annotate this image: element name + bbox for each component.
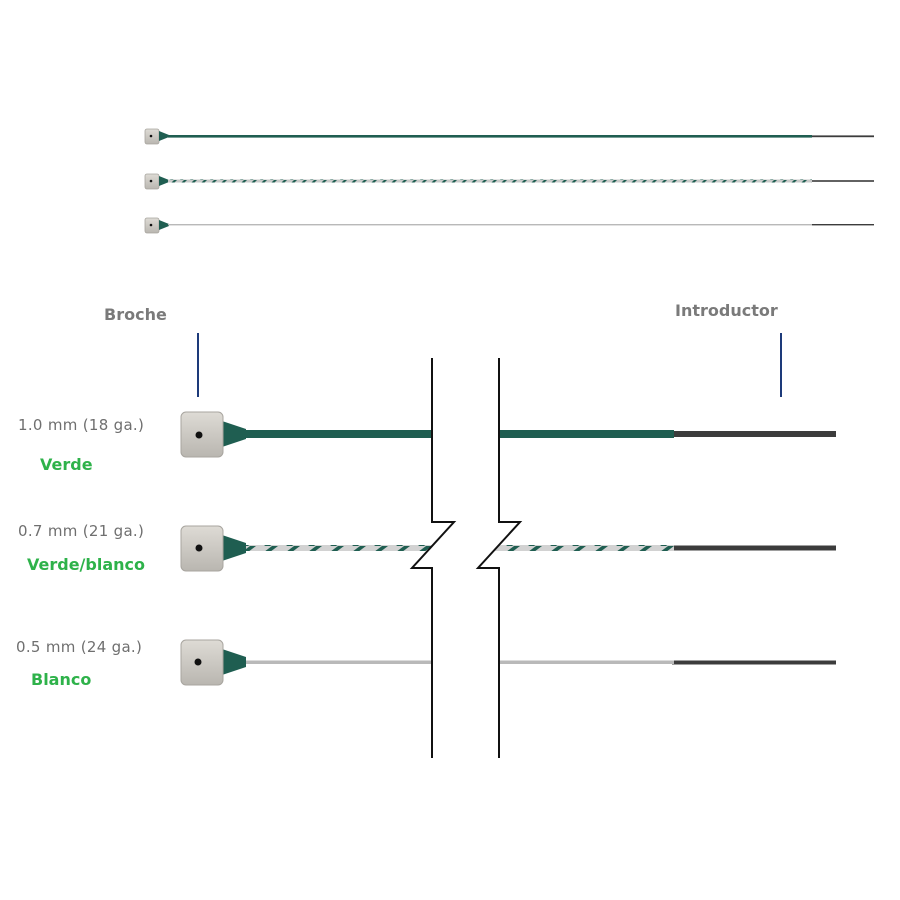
snap-dot <box>149 223 153 227</box>
broche-label: Broche <box>104 305 167 324</box>
hub-cone <box>222 649 246 675</box>
snap-connector <box>180 639 224 686</box>
introductor-label: Introductor <box>675 301 778 320</box>
break-gap <box>412 358 520 758</box>
snap-dot <box>149 134 153 138</box>
break-line-left <box>409 358 457 758</box>
detail-electrode-3 <box>180 639 836 686</box>
hub-cone <box>159 220 169 230</box>
snap-dot <box>195 431 203 439</box>
size-label-2: 0.7 mm (21 ga.) <box>18 522 145 540</box>
introducer-needle <box>812 224 874 226</box>
hub-cone <box>159 176 169 186</box>
size-label-3: 0.5 mm (24 ga.) <box>16 638 143 656</box>
hub-cone <box>159 131 169 141</box>
introducer-needle <box>812 135 874 138</box>
overview-electrode-3 <box>144 217 874 234</box>
wire-twisted <box>168 179 812 183</box>
overview-electrode-1 <box>144 128 874 145</box>
detail-electrode-1 <box>180 411 836 458</box>
snap-dot <box>195 544 203 552</box>
wire-green <box>168 135 812 138</box>
color-label-1: Verde <box>40 455 93 474</box>
color-label-3: Blanco <box>31 670 92 689</box>
hub-cone <box>222 421 246 447</box>
wire-white <box>168 224 812 226</box>
color-label-2: Verde/blanco <box>27 555 145 574</box>
snap-dot <box>194 658 202 666</box>
introducer-needle <box>672 431 836 437</box>
snap-dot <box>149 179 153 183</box>
introducer-needle <box>812 180 874 182</box>
hub-cone <box>222 535 246 561</box>
introducer-needle <box>672 545 836 551</box>
overview-electrode-2 <box>144 173 874 190</box>
size-label-1: 1.0 mm (18 ga.) <box>18 416 145 434</box>
break-line-right <box>475 358 523 758</box>
introducer-needle <box>672 660 836 665</box>
